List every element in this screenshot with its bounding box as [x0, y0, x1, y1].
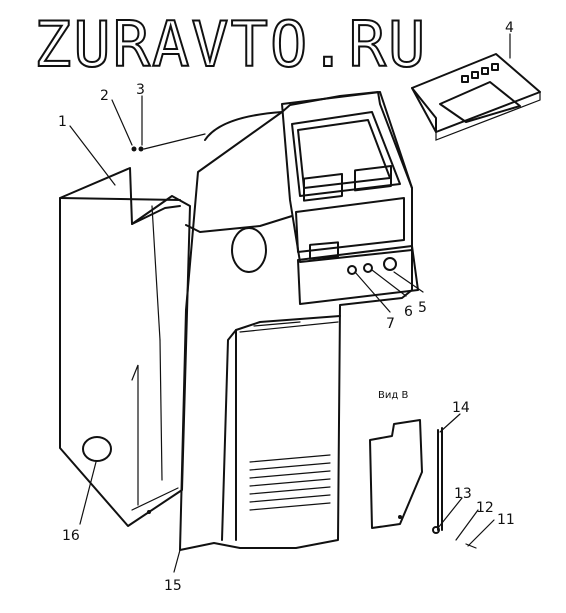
instrument-panel [281, 91, 419, 305]
vent-slats [249, 454, 331, 511]
callout-13: 13 [454, 486, 472, 502]
callout-12: 12 [476, 500, 494, 516]
round-cover [82, 436, 112, 462]
bracket-detail [369, 419, 477, 549]
callout-6: 6 [404, 304, 413, 320]
leader-lines [69, 33, 511, 573]
side-panel [59, 167, 191, 527]
callout-16: 16 [62, 528, 80, 544]
dashboard-column [179, 91, 413, 551]
bolts [131, 133, 206, 152]
callout-7: 7 [386, 316, 395, 332]
callout-14: 14 [452, 400, 470, 416]
view-label: Вид В [378, 390, 408, 401]
callout-4: 4 [505, 20, 514, 36]
callout-3: 3 [136, 82, 145, 98]
callout-15: 15 [164, 578, 182, 594]
callout-11: 11 [497, 512, 515, 528]
display-module [411, 53, 541, 141]
callout-5: 5 [418, 300, 427, 316]
watermark: ZURAVTO.RU [34, 8, 427, 81]
callout-1: 1 [58, 114, 67, 130]
callout-2: 2 [100, 88, 109, 104]
